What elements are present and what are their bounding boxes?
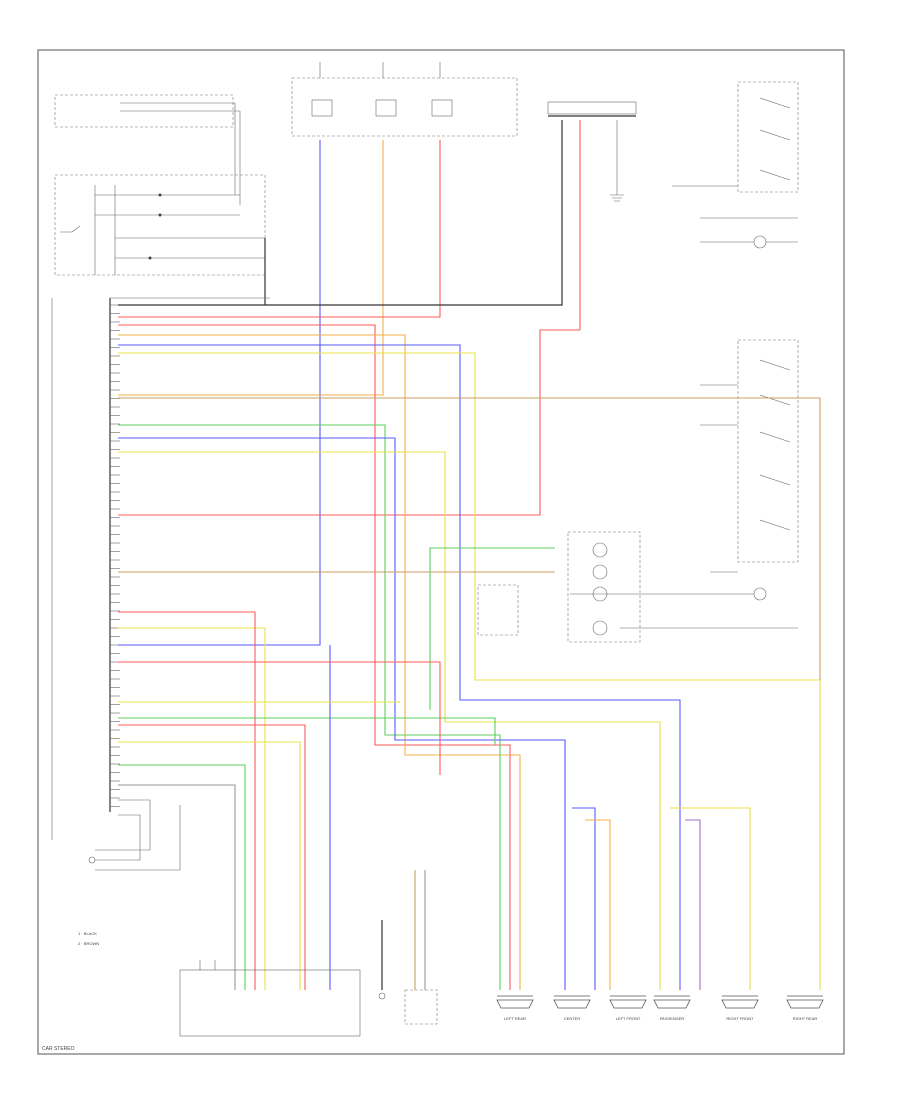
speaker-label: CENTER [564, 1016, 581, 1021]
switch-icon [759, 431, 791, 443]
lamp-icon [592, 542, 608, 558]
wire-harness [118, 140, 821, 990]
connector-pins [110, 304, 120, 807]
switch-icon [759, 129, 791, 141]
speaker-center: CENTER [553, 995, 591, 1021]
multifunction-switch [477, 531, 641, 643]
fuse-box-block [291, 62, 518, 137]
lamp-icon [753, 235, 767, 249]
speaker-right-rear: RIGHT REAR [786, 995, 824, 1021]
control-module-block [179, 960, 361, 1037]
speaker-passenger: PASSENGER [653, 995, 691, 1021]
lamp-icon [592, 564, 608, 580]
speaker-icon [653, 999, 691, 1009]
speaker-icon [609, 999, 647, 1009]
note-1: 1 · BLACK [78, 931, 97, 936]
fuse-icon [311, 99, 333, 117]
switch-icon [759, 519, 791, 531]
switch-icon [759, 359, 791, 371]
speaker-row: LEFT REAR CENTER LEFT FRONT PASSENGER RIGHT … [496, 995, 824, 1021]
fuse-icon [375, 99, 397, 117]
switch-icon [759, 169, 791, 181]
speaker-label: RIGHT REAR [793, 1016, 818, 1021]
switch-icon [759, 394, 791, 406]
connector-icon [88, 856, 96, 864]
speaker-label: LEFT FRONT [616, 1016, 641, 1021]
speaker-icon [786, 999, 824, 1009]
switch-icon [759, 474, 791, 486]
speaker-icon [496, 999, 534, 1009]
connector-icon [378, 992, 386, 1000]
switch-icon [759, 97, 791, 109]
ground-icon [610, 194, 624, 202]
speaker-left-rear: LEFT REAR [496, 995, 534, 1021]
speaker-icon [721, 999, 759, 1009]
diagram-frame [37, 49, 845, 1055]
lamp-icon [592, 586, 608, 602]
speaker-label: LEFT REAR [504, 1016, 526, 1021]
speaker-label: PASSENGER [660, 1016, 685, 1021]
speaker-label: RIGHT FRONT [726, 1016, 754, 1021]
steering-switch-block-lower [570, 339, 799, 629]
lamp-icon [592, 620, 608, 636]
left-ground-block [88, 799, 181, 871]
frame-label: CAR STEREO [42, 1046, 75, 1052]
fuse-icon [431, 99, 453, 117]
speaker-right-front: RIGHT FRONT [721, 995, 759, 1021]
top-right-ground-block [547, 101, 637, 330]
steering-switch-block-upper [672, 81, 799, 249]
audio-unit-connector [51, 297, 270, 840]
note-2: 2 · BROWN [78, 941, 99, 946]
switch-icon [60, 225, 81, 233]
speaker-left-front: LEFT FRONT [609, 995, 647, 1021]
lamp-icon [753, 587, 767, 601]
speaker-icon [553, 999, 591, 1009]
antenna-block [378, 870, 438, 1025]
power-supply-block [54, 94, 266, 305]
notes-legend: 1 · BLACK 2 · BROWN [78, 931, 99, 946]
